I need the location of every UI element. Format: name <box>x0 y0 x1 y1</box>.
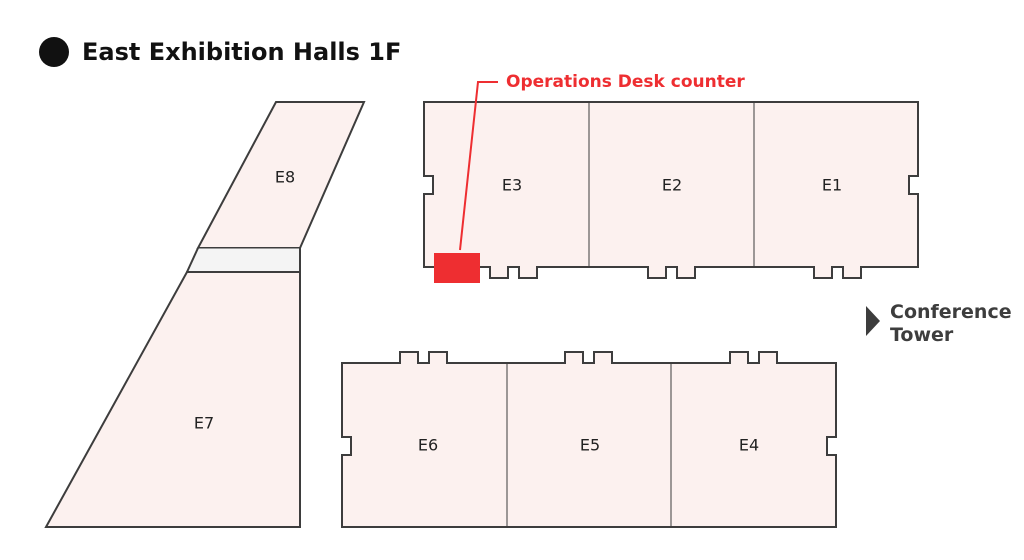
hall-label-e4: E4 <box>739 436 759 455</box>
hall-block-bottom <box>341 351 837 528</box>
hall-label-e7: E7 <box>194 414 214 433</box>
callout-leader-line <box>459 81 498 251</box>
hall-label-e1: E1 <box>822 176 842 195</box>
title-bullet-icon <box>39 37 69 67</box>
arrow-right-icon <box>866 306 880 336</box>
hall-label-e2: E2 <box>662 176 682 195</box>
connector-passage <box>186 247 301 273</box>
hall-label-e6: E6 <box>418 436 438 455</box>
map-title: East Exhibition Halls 1F <box>82 38 401 66</box>
operations-desk-marker[interactable] <box>434 253 480 283</box>
callout-label: Operations Desk counter <box>506 72 745 92</box>
direction-label-line2: Tower <box>890 324 954 346</box>
hall-block-top <box>423 101 919 279</box>
hall-label-e8: E8 <box>275 168 295 187</box>
hall-label-e5: E5 <box>580 436 600 455</box>
hall-label-e3: E3 <box>502 176 522 195</box>
hall-e7[interactable] <box>44 271 301 528</box>
direction-label-line1: Conference <box>890 301 1012 323</box>
